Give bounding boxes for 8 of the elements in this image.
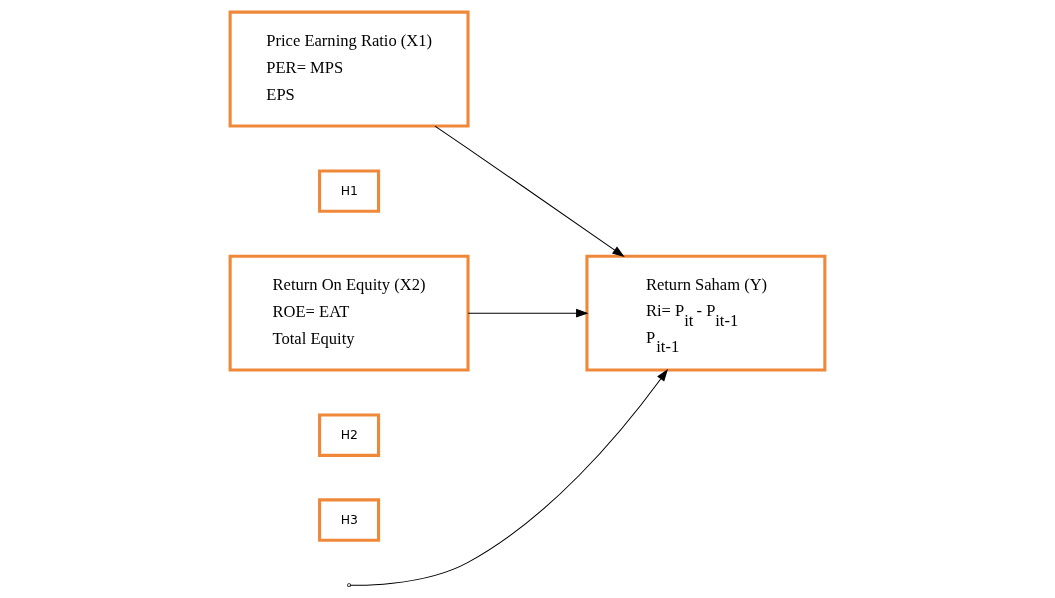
node-box: H2 [318,413,381,457]
node-box: Return On Equity (X2) ROE= EAT Total Equity [228,254,470,372]
node-box: H3 [318,498,381,542]
arrow [349,368,668,586]
node-box: Price Earning Ratio (X1) PER= MPS EPS [228,10,470,128]
arrow [467,308,589,318]
node-box: H1 [318,169,381,213]
arrow [434,125,625,258]
